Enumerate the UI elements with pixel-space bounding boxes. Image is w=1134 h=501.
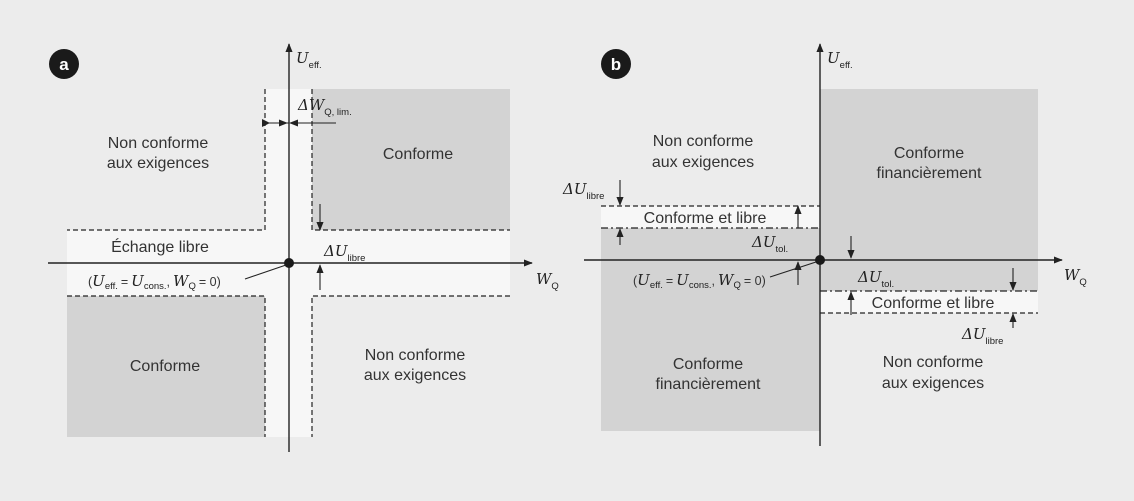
axis-y-label-b: Ueff. (827, 49, 853, 71)
region-top-right-b (820, 89, 1038, 291)
boundary-top-left (67, 89, 266, 231)
bottom-left-text-a: Conforme (130, 358, 200, 375)
band-left-b (601, 206, 820, 228)
band-left-text-b: Conforme et libre (644, 210, 767, 227)
top-right-text-1-b: Conforme (894, 145, 964, 162)
origin-pointer-a (244, 264, 287, 280)
badge-a (49, 49, 79, 79)
bottom-right-text-1-a: Non conforme (365, 347, 466, 364)
badge-b (601, 49, 631, 79)
origin-dot-a (284, 258, 294, 268)
delta-u-tol-right-label: ΔUtol. (857, 268, 894, 290)
top-left-text-2-b: aux exigences (652, 154, 754, 171)
delta-u-label-a: ΔUlibre (323, 242, 365, 264)
origin-dot-b (815, 255, 825, 265)
boundary-bottom-left (67, 295, 266, 437)
panel-b: ΔUlibre ΔUtol. ΔUtol. ΔUlibre Ueff. WQ N… (562, 43, 1087, 446)
top-left-text-1-b: Non conforme (653, 133, 754, 150)
band-text-a: Échange libre (111, 237, 209, 256)
badge-b-text: b (611, 55, 621, 74)
origin-note-a: (Ueff.=Ucons.,WQ= 0) (88, 272, 221, 292)
origin-pointer-b (769, 261, 817, 278)
boundary-top-right (311, 89, 510, 231)
region-bottom-left-b (601, 228, 820, 431)
delta-u-tol-left-label: ΔUtol. (751, 233, 788, 255)
top-left-text-2-a: aux exigences (107, 155, 209, 172)
bottom-left-text-1-b: Conforme (673, 356, 743, 373)
axis-y-label-a: Ueff. (296, 49, 322, 71)
origin-note-b: (Ueff.=Ucons.,WQ= 0) (633, 271, 766, 291)
band-right-b (820, 291, 1038, 313)
panel-a: ΔWQ, lim. ΔUlibre Ueff. WQ Non conforme … (48, 43, 559, 452)
badge-a-text: a (59, 55, 69, 74)
band-right-text-b: Conforme et libre (872, 295, 995, 312)
delta-u-libre-left-label: ΔUlibre (562, 180, 604, 202)
bottom-right-text-2-a: aux exigences (364, 367, 466, 384)
bottom-right-text-2-b: aux exigences (882, 375, 984, 392)
axis-x-label-b: WQ (1064, 266, 1087, 288)
delta-u-libre-right-label: ΔUlibre (961, 325, 1003, 347)
delta-w-label-a: ΔWQ, lim. (297, 96, 352, 118)
region-bottom-left (67, 296, 265, 437)
boundary-bottom-right (311, 295, 510, 437)
axis-x-label-a: WQ (536, 270, 559, 292)
top-right-text-a: Conforme (383, 146, 453, 163)
top-left-text-1-a: Non conforme (108, 135, 209, 152)
bottom-right-text-1-b: Non conforme (883, 354, 984, 371)
region-top-right (312, 89, 510, 230)
top-right-text-2-b: financièrement (877, 165, 983, 182)
bottom-left-text-2-b: financièrement (656, 376, 762, 393)
